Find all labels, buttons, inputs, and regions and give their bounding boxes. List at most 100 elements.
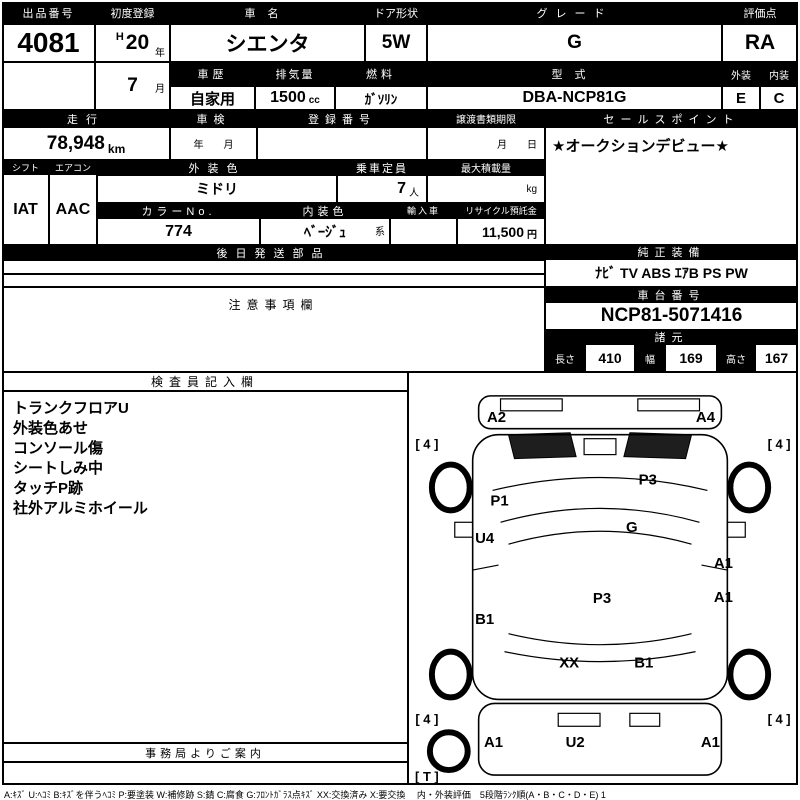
inspector-note: 外装色あせ (13, 420, 89, 437)
capacity-value: 7 人 (337, 175, 427, 203)
exterior-label: 外装 (722, 62, 760, 86)
fuel-label: 燃料 (335, 62, 427, 86)
color-no-value: 774 (97, 218, 260, 245)
mark-front-left: A2 (487, 409, 506, 426)
interior-color-name: ﾍﾞｰｼﾞｭ (304, 223, 346, 240)
windshield-bottom (500, 507, 700, 523)
mark-door-front-left: U4 (475, 530, 495, 547)
mirror-left (454, 521, 474, 538)
car-body-outline (471, 433, 729, 701)
door-shape-label: ドア形状 (365, 2, 427, 24)
mark-side-right-lower: A1 (714, 589, 733, 606)
grade-value: G (427, 24, 722, 62)
model-label: 型式 (427, 62, 722, 86)
first-reg-year-unit: 年 (155, 48, 165, 59)
score-label: 評価点 (722, 2, 798, 24)
length-value: 410 (585, 344, 635, 372)
import-car-label: 輸入車 (390, 203, 457, 218)
wheel-rear-right (727, 648, 772, 701)
headlight-left (507, 432, 577, 460)
sales-point-label: セールスポイント (545, 110, 798, 127)
auction-no-value: 4081 (2, 24, 95, 62)
payload-label: 最大積載量 (427, 160, 545, 175)
equipment-label: 純正装備 (545, 245, 798, 259)
mark-rear-corner-left: A1 (484, 734, 503, 751)
grille (583, 438, 617, 456)
car-name-value: シエンタ (170, 24, 365, 62)
fuel-value: ｶﾞｿﾘﾝ (335, 86, 427, 110)
mark-wheel-rear-right: [ 4 ] (768, 711, 791, 726)
aircon-label: エアコン (49, 160, 97, 174)
inspection-label: 車検 (170, 110, 257, 127)
mark-rear-left: XX (559, 655, 579, 672)
inspector-note: コンソール傷 (13, 440, 104, 457)
mark-fender-front-left: P1 (490, 492, 508, 509)
inspection-value: 年 月 (170, 127, 257, 160)
door-line-right (701, 564, 728, 571)
registration-value-blank (257, 127, 427, 160)
rear-window-bottom (504, 651, 696, 663)
mileage-number: 78,948 (46, 132, 105, 154)
exterior-color-value: ミドリ (97, 175, 337, 203)
car-name-label: 車名 (170, 2, 365, 24)
interior-label: 内装 (760, 62, 798, 86)
displacement-unit: cc (308, 95, 320, 106)
rear-detail (629, 712, 661, 727)
height-value: 167 (755, 344, 798, 372)
inspector-note: 社外アルミホイール (13, 500, 148, 517)
first-reg-label: 初度登録 (95, 2, 170, 24)
payload-value: kg (427, 175, 545, 203)
width-label: 幅 (635, 344, 665, 372)
front-bumper (477, 395, 723, 430)
first-reg-month-cell: 7 月 (95, 62, 170, 110)
mark-wheel-rear-left: [ 4 ] (415, 711, 438, 726)
interior-grade: C (760, 86, 798, 110)
wheel-front-right (727, 461, 772, 514)
door-line-left (472, 564, 499, 571)
damage-diagram: A2 A4 [ 4 ] [ 4 ] P1 P3 U4 G A1 A1 B1 P3… (408, 372, 798, 785)
caution-title: 注意事項欄 (228, 298, 319, 312)
sales-point-box: ★オークションデビュー★ (545, 127, 798, 245)
interior-color-suffix: 系 (375, 227, 385, 238)
first-reg-era: H (115, 31, 124, 43)
wheel-rear-left (428, 648, 473, 701)
displacement-label: 排気量 (255, 62, 335, 86)
length-label: 長さ (545, 344, 585, 372)
capacity-number: 7 (397, 180, 406, 197)
mirror-right (726, 521, 746, 538)
transfer-deadline-label: 譲渡書類期限 (427, 110, 545, 127)
mileage-label: 走行 (2, 110, 170, 127)
recycle-value: 11,500 円 (457, 218, 545, 245)
exterior-grade: E (722, 86, 760, 110)
displacement-value: 1500 cc (255, 86, 335, 110)
hood-line (492, 476, 708, 492)
inspector-note: トランクフロアU (13, 400, 129, 417)
color-no-label: カラーNo. (97, 203, 260, 218)
first-reg-month-unit: 月 (155, 84, 165, 95)
recycle-amount: 11,500 (481, 223, 524, 240)
history-label: 車歴 (170, 62, 255, 86)
grade-label: グレード (427, 2, 722, 24)
first-reg-year-cell: H 20 年 (95, 24, 170, 62)
headlight-right (623, 432, 693, 460)
spare-tire (426, 729, 471, 774)
import-car-blank (390, 218, 457, 245)
exterior-color-label: 外装色 (97, 160, 337, 175)
inspector-title: 検査員記入欄 (2, 372, 408, 391)
shift-value: IAT (2, 174, 49, 245)
mark-door-rear-left: B1 (475, 611, 494, 628)
mark-hood: P3 (639, 471, 657, 488)
caution-box: 注意事項欄 (2, 287, 545, 372)
front-bumper-detail-left (499, 398, 563, 412)
mark-wheel-front-left: [ 4 ] (415, 437, 438, 452)
legend-text: A:ｷｽﾞ U:ﾍｺﾐ B:ｷｽﾞを伴うﾍｺﾐ P:要塗装 W:補修跡 S:錆 … (4, 790, 606, 800)
first-reg-month: 7 (127, 75, 138, 96)
chassis-label: 車台番号 (545, 287, 798, 302)
history-value: 自家用 (170, 86, 255, 110)
model-value: DBA-NCP81G (427, 86, 722, 110)
front-bumper-detail-right (637, 398, 701, 412)
rear-window-top (508, 633, 692, 646)
sales-point-text: ★オークションデビュー★ (552, 138, 729, 155)
height-label: 高さ (717, 344, 755, 372)
